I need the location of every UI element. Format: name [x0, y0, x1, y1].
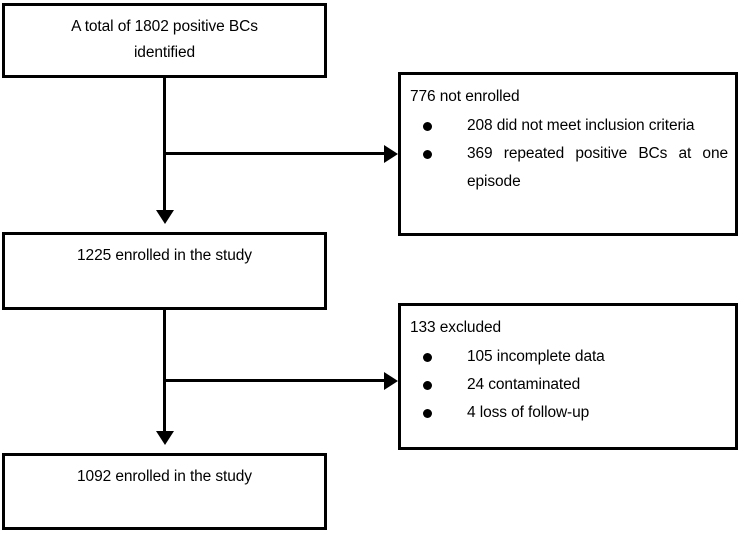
bullet-dot-icon — [423, 409, 432, 418]
list-item: 369 repeated positive BCs at one episode — [410, 140, 728, 196]
arrowhead-right-not-enrolled — [384, 144, 398, 163]
bullet-dot-icon — [423, 122, 432, 131]
list-item: 4 loss of follow-up — [410, 399, 728, 427]
bullet-dot-icon — [423, 381, 432, 390]
node-not-enrolled-bullet-2: 369 repeated positive BCs at one episode — [467, 145, 728, 190]
arrowhead-down-enrolled-1092 — [155, 431, 174, 445]
node-enrolled-1225-line1: 1225 enrolled in the study — [77, 247, 252, 264]
node-excluded-bullet-2: 24 contaminated — [467, 376, 581, 393]
node-enrolled-1225: 1225 enrolled in the study — [2, 232, 327, 310]
node-total-identified-line2: identified — [133, 44, 196, 61]
list-item: 105 incomplete data — [410, 343, 728, 371]
connector-vertical-top — [163, 78, 166, 210]
bullet-dot-icon — [423, 150, 432, 159]
node-not-enrolled-bullet-1: 208 did not meet inclusion criteria — [467, 117, 695, 134]
connector-horizontal-to-not-enrolled — [163, 152, 386, 155]
arrowhead-right-excluded — [384, 371, 398, 390]
node-excluded-body: 133 excluded 105 incomplete data 24 cont… — [410, 314, 728, 427]
node-enrolled-1092-text: 1092 enrolled in the study — [13, 464, 316, 490]
node-excluded-heading: 133 excluded — [410, 319, 502, 336]
node-enrolled-1092: 1092 enrolled in the study — [2, 453, 327, 530]
list-item: 208 did not meet inclusion criteria — [410, 112, 728, 140]
node-total-identified-line1: A total of 1802 positive BCs — [71, 18, 258, 35]
node-excluded-bullet-1: 105 incomplete data — [467, 348, 605, 365]
arrowhead-down-enrolled-1225 — [155, 210, 174, 224]
node-total-identified: A total of 1802 positive BCs identified — [2, 3, 327, 78]
node-excluded-bullet-list: 105 incomplete data 24 contaminated 4 lo… — [410, 343, 728, 427]
node-enrolled-1225-text: 1225 enrolled in the study — [13, 243, 316, 269]
node-not-enrolled: 776 not enrolled 208 did not meet inclus… — [398, 72, 738, 236]
node-excluded-bullet-3: 4 loss of follow-up — [467, 404, 590, 421]
node-excluded: 133 excluded 105 incomplete data 24 cont… — [398, 303, 738, 450]
bullet-dot-icon — [423, 353, 432, 362]
node-not-enrolled-bullet-list: 208 did not meet inclusion criteria 369 … — [410, 112, 728, 196]
node-not-enrolled-body: 776 not enrolled 208 did not meet inclus… — [410, 83, 728, 196]
node-total-identified-text: A total of 1802 positive BCs identified — [13, 14, 316, 66]
list-item: 24 contaminated — [410, 371, 728, 399]
node-enrolled-1092-line1: 1092 enrolled in the study — [77, 468, 252, 485]
node-not-enrolled-heading: 776 not enrolled — [410, 88, 520, 105]
connector-horizontal-to-excluded — [163, 379, 386, 382]
connector-vertical-bottom — [163, 310, 166, 431]
